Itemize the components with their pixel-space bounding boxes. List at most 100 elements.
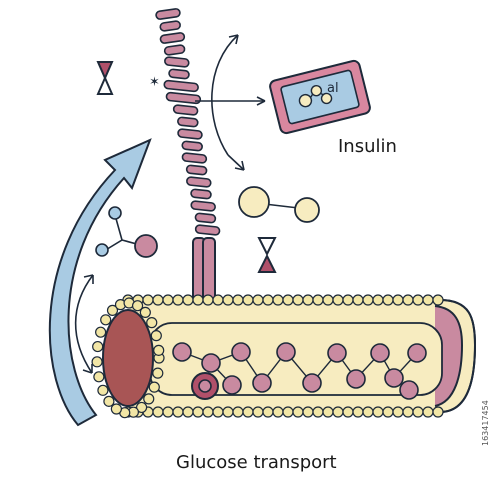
receptor-segment (194, 212, 217, 224)
membrane-bead (182, 294, 194, 306)
glucose-molecule (222, 375, 242, 395)
membrane-bead (372, 294, 384, 306)
receptor-chain (155, 8, 221, 236)
receptor-segment (194, 224, 221, 236)
membrane-bead (192, 406, 204, 418)
membrane-bead (232, 294, 244, 306)
membrane-bead (312, 294, 324, 306)
membrane-bead (262, 294, 274, 306)
membrane-bead (422, 406, 434, 418)
membrane-bead (143, 393, 155, 405)
membrane-bead (432, 294, 444, 306)
membrane-bead (412, 406, 424, 418)
membrane-bead (152, 406, 164, 418)
receptor-segment (155, 8, 181, 20)
receptor-segment (163, 44, 186, 56)
membrane-bead (302, 294, 314, 306)
membrane-bead (182, 406, 194, 418)
membrane-bead (232, 406, 244, 418)
membrane-bead (202, 406, 214, 418)
membrane-bead (332, 294, 344, 306)
membrane-bead (382, 406, 394, 418)
membrane-bead (422, 294, 434, 306)
transporter-core (198, 379, 212, 393)
vessel-cross-section (102, 309, 154, 407)
membrane-bead (172, 294, 184, 306)
membrane-bead (282, 406, 294, 418)
membrane-bead (372, 406, 384, 418)
membrane-bead (222, 294, 234, 306)
receptor-segment (177, 116, 199, 128)
membrane-bead (352, 406, 364, 418)
receptor-segment (181, 152, 208, 164)
membrane-bead (93, 371, 105, 383)
glucose-molecule (231, 342, 251, 362)
membrane-beads (91, 294, 444, 419)
glucose-molecule (327, 343, 347, 363)
membrane-bead (222, 406, 234, 418)
receptor-segment (172, 104, 199, 116)
glucose-transport-label: Glucose transport (176, 452, 337, 473)
membrane-bead (242, 294, 254, 306)
receptor-segment (163, 79, 199, 93)
receptor-segment (164, 56, 190, 68)
receptor-segment (190, 200, 216, 212)
membrane-bead (362, 294, 374, 306)
glucose-molecule (276, 342, 296, 362)
membrane-bead (362, 406, 374, 418)
receptor-segment (190, 188, 212, 200)
membrane-bead (150, 330, 162, 342)
glucose-molecule (252, 373, 272, 393)
membrane-bead (97, 384, 109, 396)
membrane-bead (212, 294, 224, 306)
membrane-bead (103, 395, 115, 407)
membrane-bead (292, 406, 304, 418)
membrane-bead (172, 406, 184, 418)
membrane-bead (95, 326, 107, 338)
membrane-bead (262, 406, 274, 418)
membrane-bead (272, 406, 284, 418)
glucose-molecule (172, 342, 192, 362)
glucose-molecule (302, 373, 322, 393)
membrane-bead (412, 294, 424, 306)
insulin-box-text: al (327, 81, 339, 96)
molecule-yellow (238, 186, 320, 223)
membrane-bead (312, 406, 324, 418)
insulin-label: Insulin (338, 136, 397, 157)
membrane-bead (332, 406, 344, 418)
bowtie-icon-left (96, 61, 114, 95)
membrane-bead (131, 300, 144, 312)
receptor-segment (181, 140, 203, 152)
membrane-bead (162, 406, 174, 418)
membrane-bead (322, 294, 334, 306)
molecule-blue-pink (95, 206, 158, 258)
membrane-bead (392, 294, 404, 306)
glucose-molecule (370, 343, 390, 363)
double-headed-arrow (74, 274, 94, 374)
membrane-bead (146, 317, 158, 329)
membrane-bead (162, 294, 174, 306)
membrane-bead (142, 294, 154, 306)
glucose-molecule (384, 368, 404, 388)
glucose-molecule (399, 380, 419, 400)
membrane-bead (252, 294, 264, 306)
membrane-bead (91, 356, 103, 368)
insulin-box-icon (269, 59, 371, 135)
membrane-bead (342, 406, 354, 418)
membrane-bead (139, 306, 151, 319)
membrane-bead (282, 294, 294, 306)
membrane-bead (202, 294, 214, 306)
membrane-bead (402, 294, 414, 306)
membrane-bead (352, 294, 364, 306)
receptor-segment (168, 68, 190, 80)
glucose-chain (172, 342, 427, 400)
membrane-bead (135, 401, 148, 414)
receptor-segment (185, 164, 208, 176)
membrane-bead (153, 344, 165, 356)
receptor-segment (159, 32, 186, 44)
membrane-bead (392, 406, 404, 418)
membrane-bead (100, 314, 112, 326)
membrane-bead (272, 294, 284, 306)
membrane-bead (252, 406, 264, 418)
